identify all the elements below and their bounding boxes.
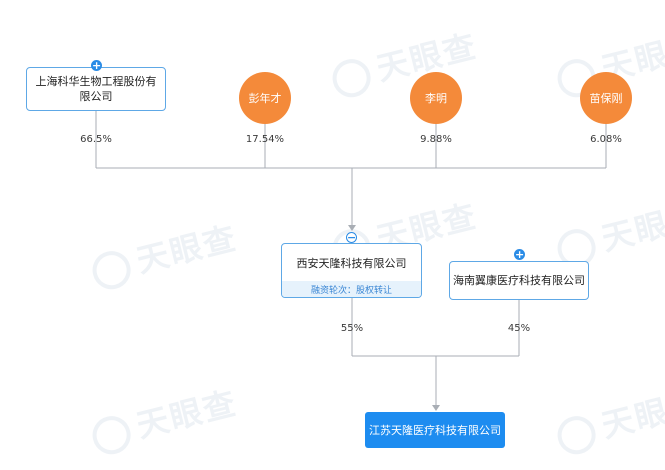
company-name: 海南翼康医疗科技有限公司 <box>453 274 585 287</box>
shareholder-person-peng[interactable]: 彭年才 <box>239 72 291 124</box>
company-name: 江苏天隆医疗科技有限公司 <box>369 424 501 437</box>
company-hainan-yikang[interactable]: 海南翼康医疗科技有限公司 <box>449 261 589 300</box>
percent-label: 66.5% <box>80 134 112 145</box>
company-name: 西安天隆科技有限公司 <box>296 256 407 270</box>
shareholder-name: 彭年才 <box>248 92 282 105</box>
financing-round-badge: 融资轮次：股权转让 <box>282 281 421 297</box>
shareholder-name: 李明 <box>425 92 447 105</box>
arrow-to-xian-icon <box>348 225 356 231</box>
collapse-minus-icon[interactable]: − <box>346 231 357 244</box>
expand-plus-icon[interactable]: + <box>514 248 525 261</box>
shareholder-name: 上海科华生物工程股份有限公司 <box>35 75 157 103</box>
percent-label: 9.88% <box>420 134 452 145</box>
percent-label: 45% <box>507 323 531 334</box>
expand-plus-icon[interactable]: + <box>91 59 102 72</box>
target-company[interactable]: 江苏天隆医疗科技有限公司 <box>365 412 505 448</box>
company-xian-tianlong[interactable]: 西安天隆科技有限公司 融资轮次：股权转让 <box>281 243 422 298</box>
percent-label: 17.54% <box>245 134 285 145</box>
shareholder-person-miao[interactable]: 苗保刚 <box>580 72 632 124</box>
percent-label: 55% <box>340 323 364 334</box>
percent-label: 6.08% <box>590 134 622 145</box>
shareholder-person-li[interactable]: 李明 <box>410 72 462 124</box>
arrow-to-target-icon <box>432 405 440 411</box>
shareholder-name: 苗保刚 <box>589 92 623 105</box>
shareholder-company-kehua[interactable]: 上海科华生物工程股份有限公司 <box>26 67 166 111</box>
